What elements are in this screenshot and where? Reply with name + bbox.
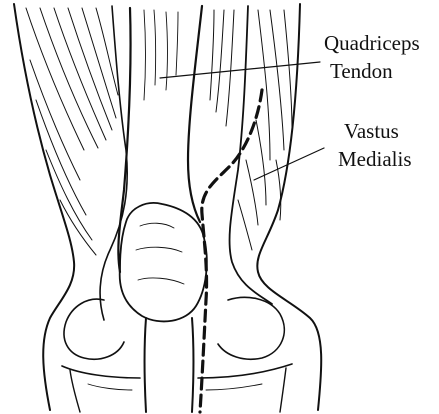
tendon-fibers [144, 10, 178, 100]
quadriceps-label-line1: Quadriceps [324, 31, 420, 55]
quadriceps-label-line2: Tendon [330, 59, 393, 83]
vastus-label-line1: Vastus [344, 119, 399, 143]
femoral-condyle-lateral [64, 299, 124, 359]
tibia-left-edge [70, 370, 80, 412]
patella-texture [136, 223, 184, 284]
muscle-fibers-left [26, 8, 118, 255]
tibial-plateau [62, 364, 292, 378]
incision-dashed-line [200, 90, 262, 412]
vastus-medialis-border [230, 6, 272, 304]
tibia-right-edge [280, 368, 286, 412]
patellar-tendon-left [145, 318, 147, 412]
vastus-lateralis-border [100, 6, 127, 320]
tibia-texture [88, 384, 262, 390]
femoral-condyle-medial [218, 297, 284, 359]
thigh-outline-left [14, 4, 74, 410]
vastus-label-line2: Medialis [338, 147, 412, 171]
tendon-right-edge [188, 6, 202, 222]
patellar-tendon-right [192, 318, 194, 412]
patella [120, 203, 207, 321]
